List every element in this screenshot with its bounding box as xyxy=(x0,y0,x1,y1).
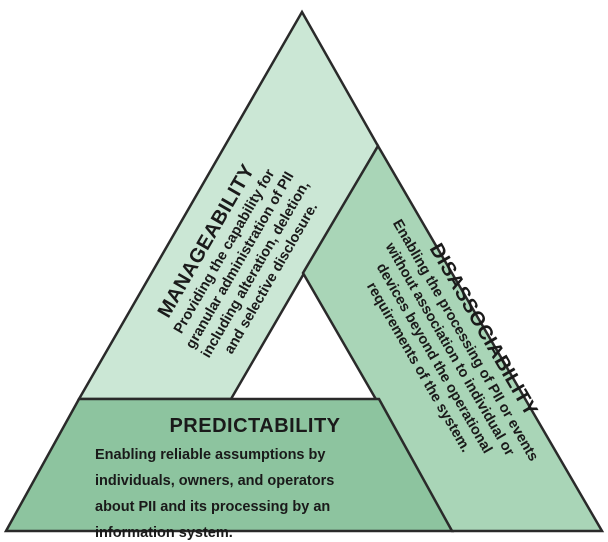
predictability-line-2: individuals, owners, and operators xyxy=(95,473,335,489)
predictability-title: PREDICTABILITY xyxy=(169,415,341,437)
predictability-base xyxy=(3,397,455,533)
predictability-label-group: PREDICTABILITY Enabling reliable assumpt… xyxy=(95,414,415,542)
predictability-line-1: Enabling reliable assumptions by xyxy=(95,447,326,463)
predictability-line-3: about PII and its processing by an xyxy=(95,499,331,515)
predictability-line-4: information system. xyxy=(95,525,233,541)
